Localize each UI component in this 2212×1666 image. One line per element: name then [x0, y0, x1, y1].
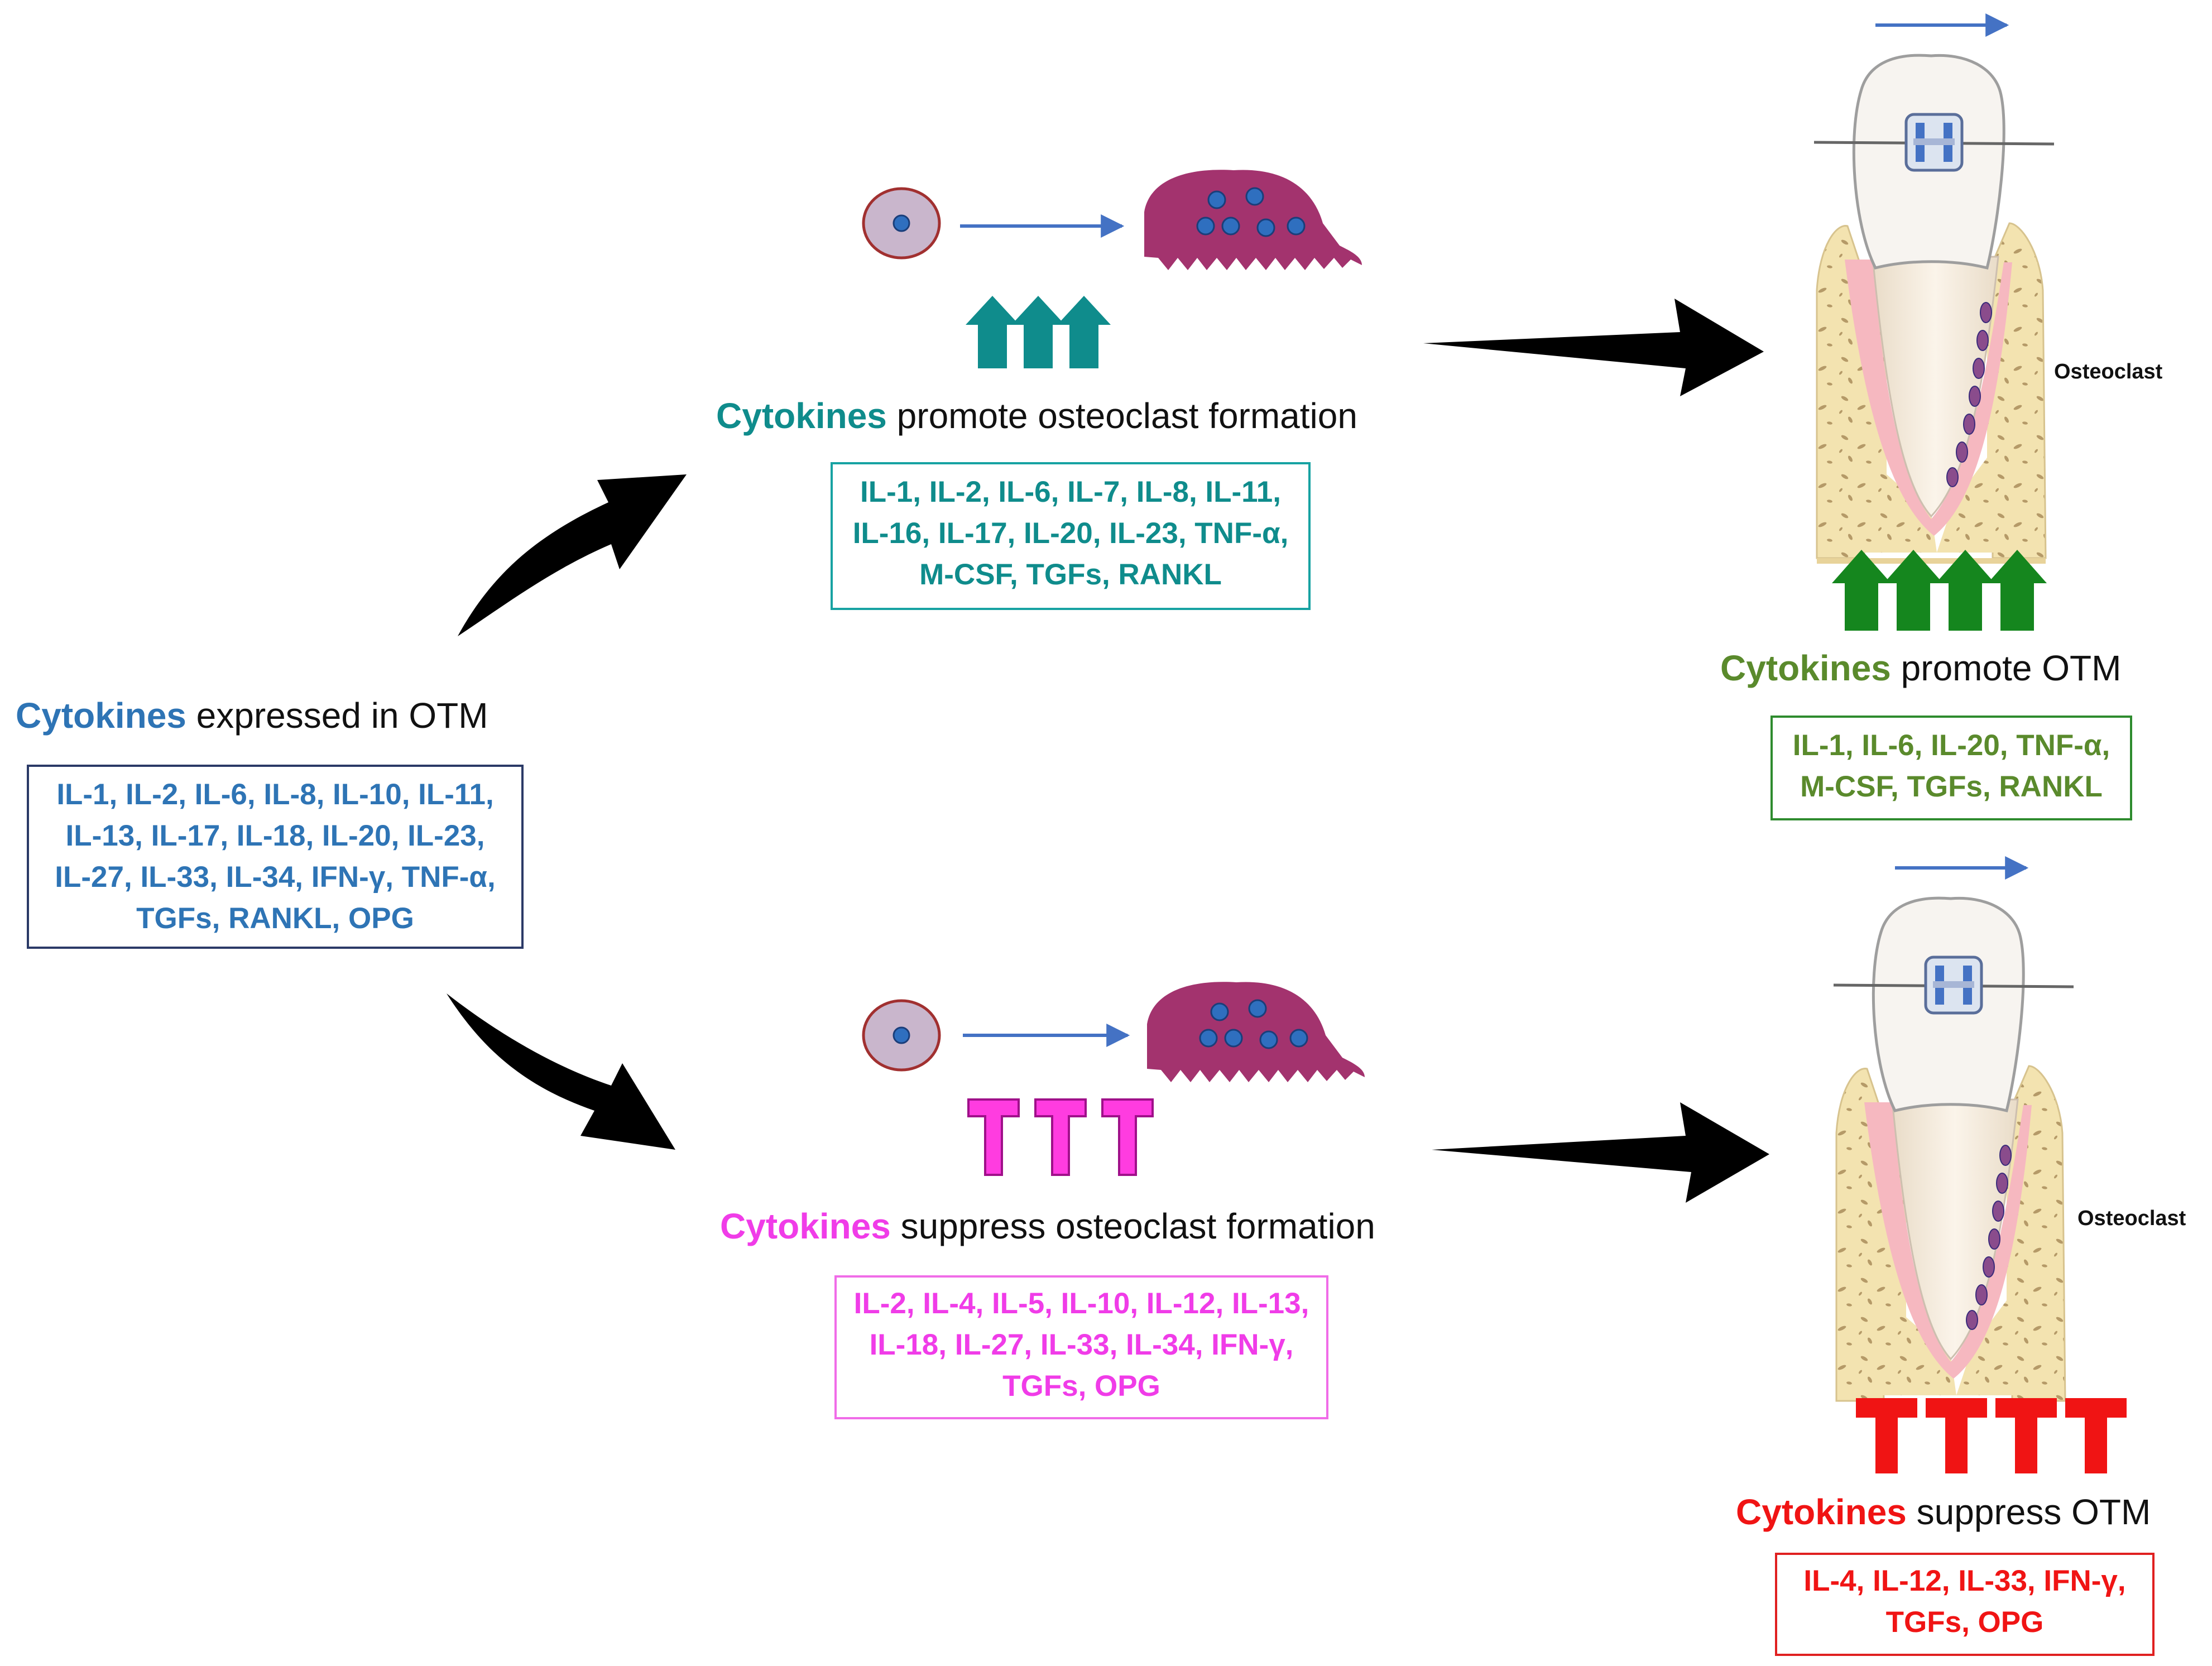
promote-otm-title: Cytokines promote OTM	[1720, 647, 2121, 689]
suppress-otm-keyword: Cytokines	[1736, 1492, 1907, 1532]
promote-osteoclast-line-3: M-CSF, TGFs, RANKL	[919, 558, 1222, 591]
promote-osteoclast-title-rest: promote osteoclast formation	[886, 396, 1357, 436]
promote-osteoclast-title: Cytokines promote osteoclast formation	[716, 395, 1357, 436]
source-title-rest: expressed in OTM	[186, 695, 488, 736]
osteoclast-label-top: Osteoclast	[2054, 360, 2163, 383]
suppress-osteoclast-title-rest: suppress osteoclast formation	[890, 1206, 1375, 1246]
source-line-1: IL-1, IL-2, IL-6, IL-8, IL-10, IL-11,	[56, 778, 494, 811]
promote-otm-keyword: Cytokines	[1720, 648, 1891, 688]
suppress-osteoclast-keyword: Cytokines	[720, 1206, 891, 1246]
precursor-cell-top	[862, 187, 941, 260]
suppress-otm-title-rest: suppress OTM	[1906, 1492, 2151, 1532]
source-line-4: TGFs, RANKL, OPG	[136, 902, 414, 935]
precursor-cell-bottom	[862, 999, 941, 1072]
suppress-osteoclast-line-2: IL-18, IL-27, IL-33, IL-34, IFN-γ,	[869, 1328, 1294, 1361]
suppress-osteoclast-line-1: IL-2, IL-4, IL-5, IL-10, IL-12, IL-13,	[853, 1287, 1309, 1320]
curved-arrow-up	[458, 474, 687, 636]
wedge-arrow-bottom	[1432, 1102, 1769, 1203]
osteoclast-label-bottom: Osteoclast	[2077, 1207, 2186, 1230]
inhibit-symbols-otm	[1856, 1398, 2127, 1473]
tooth-top	[1813, 13, 2055, 564]
promote-osteoclast-keyword: Cytokines	[716, 396, 887, 436]
curved-arrow-down	[447, 993, 675, 1150]
suppress-otm-line-2: TGFs, OPG	[1885, 1606, 2044, 1639]
suppress-osteoclast-line-3: TGFs, OPG	[1002, 1370, 1160, 1403]
promote-osteoclast-line-1: IL-1, IL-2, IL-6, IL-7, IL-8, IL-11,	[860, 476, 1281, 508]
promote-osteoclast-box: IL-1, IL-2, IL-6, IL-7, IL-8, IL-11, IL-…	[831, 462, 1311, 610]
promote-otm-line-1: IL-1, IL-6, IL-20, TNF-α,	[1792, 729, 2110, 762]
promote-otm-title-rest: promote OTM	[1890, 648, 2122, 688]
osteoclast-top	[1144, 170, 1362, 270]
suppress-osteoclast-title: Cytokines suppress osteoclast formation	[720, 1206, 1375, 1247]
tooth-bottom	[1833, 856, 2074, 1402]
osteoclast-bottom	[1147, 982, 1365, 1082]
source-line-3: IL-27, IL-33, IL-34, IFN-γ, TNF-α,	[55, 861, 496, 894]
suppress-otm-title: Cytokines suppress OTM	[1736, 1491, 2151, 1533]
promote-otm-line-2: M-CSF, TGFs, RANKL	[1800, 770, 2103, 803]
inhibit-symbols-bottom	[967, 1098, 1154, 1176]
source-cytokine-box: IL-1, IL-2, IL-6, IL-8, IL-10, IL-11, IL…	[27, 765, 524, 949]
wedge-arrow-top	[1423, 299, 1764, 396]
promote-osteoclast-line-2: IL-16, IL-17, IL-20, IL-23, TNF-α,	[852, 517, 1289, 550]
suppress-osteoclast-box: IL-2, IL-4, IL-5, IL-10, IL-12, IL-13, I…	[834, 1275, 1328, 1419]
source-keyword: Cytokines	[16, 695, 186, 736]
promote-otm-box: IL-1, IL-6, IL-20, TNF-α, M-CSF, TGFs, R…	[1770, 716, 2132, 820]
upregulate-arrows-top	[966, 296, 1111, 368]
source-title: Cytokines expressed in OTM	[16, 695, 488, 736]
source-line-2: IL-13, IL-17, IL-18, IL-20, IL-23,	[65, 819, 485, 852]
suppress-otm-line-1: IL-4, IL-12, IL-33, IFN-γ,	[1803, 1564, 2126, 1597]
suppress-otm-box: IL-4, IL-12, IL-33, IFN-γ, TGFs, OPG	[1775, 1553, 2155, 1656]
upregulate-arrows-otm	[1832, 550, 2047, 631]
